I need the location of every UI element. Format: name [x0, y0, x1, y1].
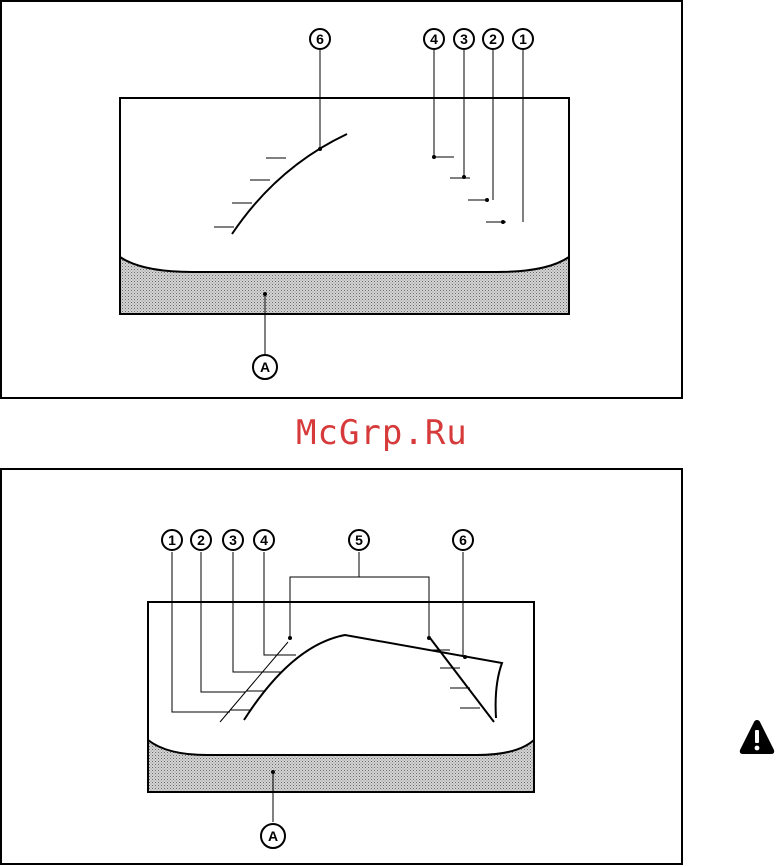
bottom-diagram: 1 2 3 4 5 6 A — [2, 470, 685, 867]
callout-label: 2 — [489, 31, 497, 47]
callout-label: 2 — [197, 532, 205, 548]
callout-A: A — [253, 355, 277, 379]
callout-label: 6 — [316, 31, 324, 47]
callout-label: 3 — [229, 532, 237, 548]
bottom-diagram-panel: 1 2 3 4 5 6 A — [0, 468, 683, 865]
callout-label: 3 — [460, 31, 468, 47]
callout-label: 4 — [430, 31, 438, 47]
callout-label: A — [268, 828, 278, 844]
top-diagram-panel: 6 4 3 2 1 A — [0, 0, 683, 399]
callout-label: 4 — [260, 532, 268, 548]
top-diagram: 6 4 3 2 1 A — [2, 2, 685, 401]
warning-triangle-icon — [738, 717, 776, 757]
callout-6: 6 — [453, 530, 473, 550]
callout-2: 2 — [483, 29, 503, 49]
callout-4: 4 — [424, 29, 444, 49]
callout-3: 3 — [223, 530, 243, 550]
callout-label: 6 — [459, 532, 467, 548]
callout-6: 6 — [310, 29, 330, 49]
callout-3: 3 — [454, 29, 474, 49]
callout-label: 1 — [168, 532, 176, 548]
callout-5: 5 — [349, 530, 369, 550]
callout-2: 2 — [191, 530, 211, 550]
callout-1: 1 — [513, 29, 533, 49]
callout-1: 1 — [162, 530, 182, 550]
callout-label: 1 — [519, 31, 527, 47]
callout-label: 5 — [355, 532, 363, 548]
callout-label: A — [260, 359, 270, 375]
callout-A: A — [261, 824, 285, 848]
watermark-text: McGrp.Ru — [296, 413, 468, 453]
callout-4: 4 — [254, 530, 274, 550]
